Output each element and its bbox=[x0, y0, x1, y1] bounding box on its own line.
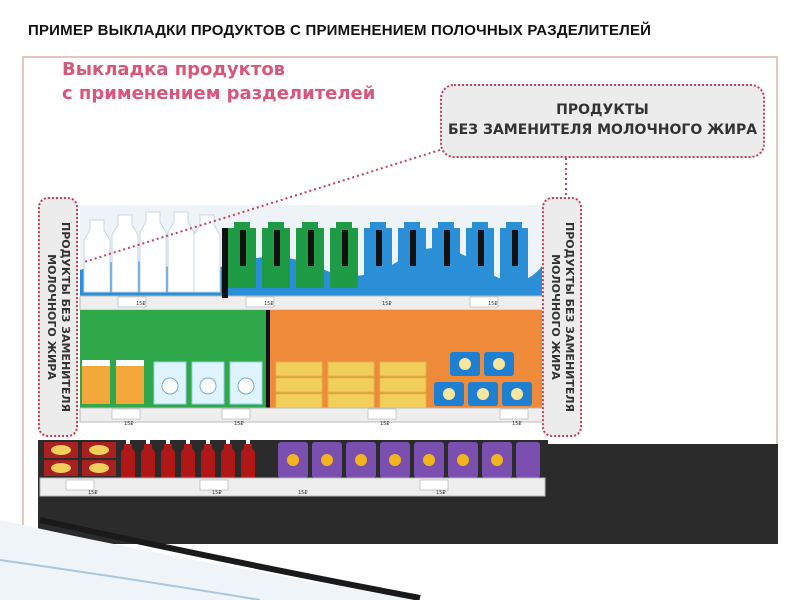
page-curl-shadow bbox=[0, 559, 261, 600]
purple-tubs bbox=[278, 442, 540, 478]
price-tag-text: 15₽ bbox=[380, 421, 390, 427]
price-tag bbox=[111, 408, 141, 420]
figure-title-line2: с применением разделителей bbox=[62, 83, 376, 104]
price-tag-text: 15₽ bbox=[436, 490, 446, 496]
price-tag-text: 15₽ bbox=[512, 421, 522, 427]
butter-boxes bbox=[275, 361, 427, 409]
slide-title: ПРИМЕР ВЫКЛАДКИ ПРОДУКТОВ С ПРИМЕНЕНИЕМ … bbox=[28, 22, 652, 39]
blue-tubs bbox=[434, 352, 532, 406]
price-tag bbox=[469, 296, 499, 308]
price-tag-text: 15₽ bbox=[124, 421, 134, 427]
price-tag bbox=[245, 296, 275, 308]
price-tag-text: 15₽ bbox=[212, 490, 222, 496]
price-tag-text: 15₽ bbox=[234, 421, 244, 427]
callout-leader-line bbox=[83, 149, 441, 263]
left-divider-text: ПРОДУКТЫ БЕЗ ЗАМЕНИТЕЛЯ МОЛОЧНОГО ЖИРА bbox=[45, 222, 72, 412]
price-tag bbox=[499, 408, 529, 420]
middle-shelf-divider bbox=[266, 310, 270, 410]
callout-line1: ПРОДУКТЫ bbox=[556, 102, 649, 118]
price-tag-text: 15₽ bbox=[488, 301, 498, 307]
bottom-shelf-products bbox=[44, 438, 540, 480]
page-curl-decoration bbox=[0, 520, 420, 600]
price-tag bbox=[367, 408, 397, 420]
price-tag-text: 15₽ bbox=[382, 301, 392, 307]
price-tag-text: 15₽ bbox=[88, 490, 98, 496]
yogurt-cups bbox=[153, 361, 263, 405]
jars-left bbox=[82, 360, 144, 404]
price-tag bbox=[65, 479, 95, 491]
price-tag-text: 15₽ bbox=[298, 490, 308, 496]
page-curl-edge bbox=[39, 517, 421, 600]
price-tag bbox=[419, 479, 449, 491]
price-tag bbox=[117, 296, 147, 308]
price-tag bbox=[199, 479, 229, 491]
top-shelf-divider bbox=[222, 228, 228, 298]
left-divider-label: ПРОДУКТЫ БЕЗ ЗАМЕНИТЕЛЯ МОЛОЧНОГО ЖИРА bbox=[38, 197, 78, 437]
figure-title: Выкладка продуктов с применением раздели… bbox=[62, 58, 375, 106]
right-divider-text: ПРОДУКТЫ БЕЗ ЗАМЕНИТЕЛЯ МОЛОЧНОГО ЖИРА bbox=[549, 222, 576, 412]
bottom-shelf-plank bbox=[39, 477, 546, 497]
figure-title-line1: Выкладка продуктов bbox=[62, 59, 286, 80]
price-tags: 15₽ 15₽ 15₽ 15₽ 15₽ 15₽ 15₽ 15₽ 15₽ 15₽ … bbox=[65, 296, 529, 496]
milk-cartons bbox=[228, 222, 528, 288]
middle-shelf-plank bbox=[79, 407, 546, 423]
price-tag-text: 15₽ bbox=[136, 301, 146, 307]
floor-base bbox=[545, 444, 778, 544]
price-tag-text: 15₽ bbox=[264, 301, 274, 307]
right-divider-label: ПРОДУКТЫ БЕЗ ЗАМЕНИТЕЛЯ МОЛОЧНОГО ЖИРА bbox=[542, 197, 582, 437]
milk-bottles-white bbox=[83, 211, 221, 293]
callout-box: ПРОДУКТЫ БЕЗ ЗАМЕНИТЕЛЯ МОЛОЧНОГО ЖИРА bbox=[440, 84, 765, 158]
price-tag bbox=[221, 408, 251, 420]
callout-line2: БЕЗ ЗАМЕНИТЕЛЯ МОЛОЧНОГО ЖИРА bbox=[447, 122, 758, 138]
